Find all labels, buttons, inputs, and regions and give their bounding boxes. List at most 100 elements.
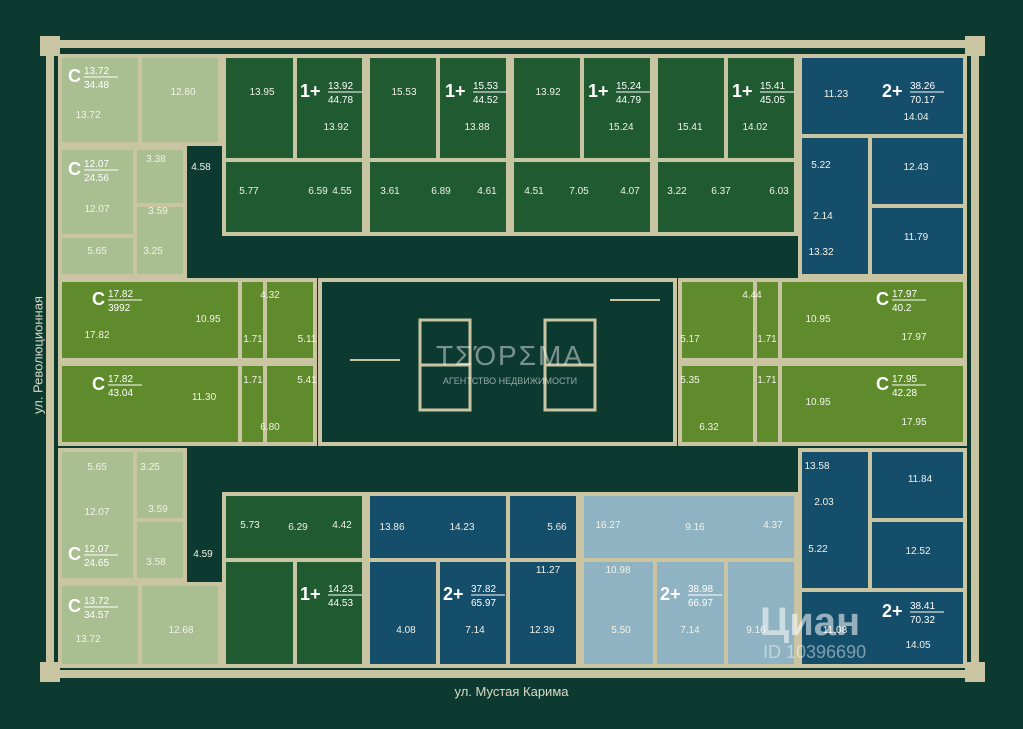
apartment-studio[interactable] xyxy=(58,146,187,278)
apartment-living-area: 17.95 xyxy=(892,374,917,385)
apartment-two-room[interactable] xyxy=(366,492,580,668)
apartment-studio[interactable] xyxy=(58,448,187,582)
watermark-logo: ΤΣΌΡΣΜΑ xyxy=(435,340,585,371)
room-area-label: 14.05 xyxy=(905,640,930,651)
apartment-studio[interactable] xyxy=(678,278,967,362)
room-area-label: 5.73 xyxy=(240,520,260,531)
corner-block xyxy=(40,662,60,682)
apartment-living-area: 13.72 xyxy=(84,66,109,77)
room-area-label: 2.14 xyxy=(813,211,833,222)
room-area-label: 1.71 xyxy=(757,375,777,386)
apartment-living-area: 12.07 xyxy=(84,544,109,555)
room-area-label: 5.66 xyxy=(547,522,567,533)
room-area-label: 6.37 xyxy=(711,186,731,197)
apartment-living-area: 15.24 xyxy=(616,81,641,92)
room-area-label: 12.68 xyxy=(168,625,193,636)
apartment-studio[interactable] xyxy=(58,54,222,146)
room-area-label: 11.79 xyxy=(904,232,929,243)
room-area-label: 12.80 xyxy=(170,87,195,98)
apartment-total-area: 66.97 xyxy=(688,598,713,609)
apartment-living-area: 13.92 xyxy=(328,81,353,92)
room-area-label: 12.07 xyxy=(84,204,109,215)
apartment-label: 1+ 15.53 44.52 xyxy=(445,81,507,106)
room-area-label: 17.82 xyxy=(84,330,109,341)
apartment-type: 1+ xyxy=(300,81,321,101)
apartment-living-area: 13.72 xyxy=(84,596,109,607)
apartment-total-area: 44.52 xyxy=(473,95,498,106)
apartment-living-area: 15.53 xyxy=(473,81,498,92)
apartment-total-area: 70.32 xyxy=(910,615,935,626)
room-area-label: 17.95 xyxy=(901,417,926,428)
room-area-label: 12.07 xyxy=(84,507,109,518)
apartment-total-area: 70.17 xyxy=(910,95,935,106)
apartment-living-area: 38.98 xyxy=(688,584,713,595)
apartment-label: 1+ 13.92 44.78 xyxy=(300,81,362,106)
street-label-left: ул. Революционная xyxy=(30,296,46,414)
watermark-subtitle: АГЕНТСТВО НЕДВИЖИМОСТИ xyxy=(442,376,578,386)
apartment-total-area: 44.78 xyxy=(328,95,353,106)
room-area-label: 9.16 xyxy=(685,522,705,533)
room-area-label: 6.80 xyxy=(260,422,280,433)
room-area-label: 6.29 xyxy=(288,522,308,533)
apartment-type: 1+ xyxy=(300,584,321,604)
apartment-one-room[interactable] xyxy=(654,54,798,236)
room-area-label: 14.02 xyxy=(742,122,767,133)
room-area-label: 1.71 xyxy=(757,334,777,345)
apartment-living-area: 17.82 xyxy=(108,374,133,385)
room-area-label: 6.59 xyxy=(308,186,328,197)
apartment-two-room[interactable] xyxy=(798,54,967,278)
room-area-label: 14.23 xyxy=(449,522,474,533)
apartment-one-room[interactable] xyxy=(222,492,366,668)
room-area-label: 7.05 xyxy=(569,186,589,197)
apartment-type: С xyxy=(92,374,105,394)
room-area-label: 4.37 xyxy=(763,520,783,531)
room-area-label: 10.95 xyxy=(805,314,830,325)
room-area-label: 12.43 xyxy=(903,162,928,173)
room-area-label: 16.27 xyxy=(595,520,620,531)
room-area-label: 13.72 xyxy=(75,110,100,121)
apartment-studio[interactable] xyxy=(678,362,967,446)
room-area-label: 13.95 xyxy=(249,87,274,98)
room-area-label: 5.65 xyxy=(87,246,107,257)
apartment-studio[interactable] xyxy=(58,278,317,362)
room-area-label: 13.86 xyxy=(379,522,404,533)
room-area-label: 10.95 xyxy=(805,397,830,408)
room-area-label: 3.58 xyxy=(146,557,166,568)
corner-block xyxy=(965,662,985,682)
apartment-total-area: 42.28 xyxy=(892,388,917,399)
apartment-studio[interactable] xyxy=(58,362,317,446)
apartment-total-area: 40.2 xyxy=(892,303,912,314)
corner-block xyxy=(40,36,60,56)
apartment-one-room[interactable] xyxy=(222,54,366,236)
room-area-label: 12.39 xyxy=(529,625,554,636)
room-area-label: 5.50 xyxy=(611,625,631,636)
room-area-label: 13.58 xyxy=(804,461,829,472)
apartment-total-area: 44.53 xyxy=(328,598,353,609)
apartment-type: 1+ xyxy=(445,81,466,101)
apartment-total-area: 24.56 xyxy=(84,173,109,184)
room-area-label: 5.22 xyxy=(808,544,828,555)
apartment-two-room-light[interactable] xyxy=(580,492,798,668)
apartment-one-room[interactable] xyxy=(366,54,510,236)
apartment-total-area: 24.65 xyxy=(84,558,109,569)
apartment-living-area: 17.97 xyxy=(892,289,917,300)
room-area-label: 11.08 xyxy=(823,625,848,636)
apartment-two-room[interactable] xyxy=(798,448,967,668)
apartment-total-area: 43.04 xyxy=(108,388,133,399)
apartment-studio[interactable] xyxy=(58,582,222,668)
apartment-type: 2+ xyxy=(660,584,681,604)
room-area-label: 13.88 xyxy=(464,122,489,133)
watermark-id: ID 10396690 xyxy=(763,642,867,662)
apartment-one-room[interactable] xyxy=(510,54,654,236)
room-area-label: 15.53 xyxy=(391,87,416,98)
room-area-label: 3.61 xyxy=(380,186,400,197)
watermark-site: Циан xyxy=(760,600,861,644)
room-area-label: 11.84 xyxy=(908,474,933,485)
